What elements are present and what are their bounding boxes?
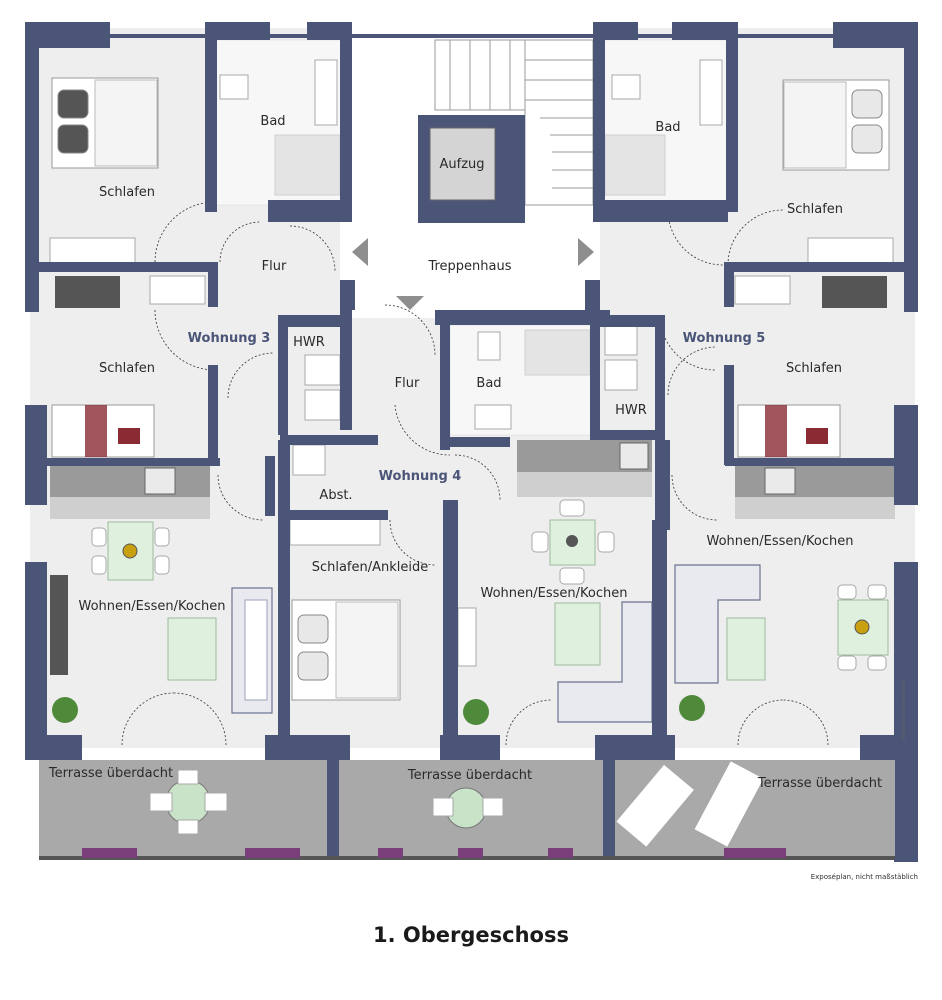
label-terrasse-2: Terrasse überdacht bbox=[407, 768, 532, 783]
label-hwr-1: HWR bbox=[293, 335, 325, 350]
label-schlafen-1: Schlafen bbox=[99, 185, 155, 200]
plant-icon bbox=[679, 695, 705, 721]
label-treppenhaus: Treppenhaus bbox=[427, 259, 511, 274]
storage-abst bbox=[292, 444, 326, 476]
label-flur-2: Flur bbox=[395, 376, 420, 391]
shelf-1 bbox=[149, 275, 206, 305]
label-bad-1: Bad bbox=[260, 114, 285, 129]
bed-double-1 bbox=[51, 77, 159, 169]
label-wohnung-4: Wohnung 4 bbox=[379, 469, 462, 484]
kitchen-center bbox=[517, 440, 652, 497]
bed-single-1 bbox=[51, 404, 155, 458]
label-aufzug: Aufzug bbox=[439, 157, 484, 172]
label-schlafen-3: Schlafen bbox=[99, 361, 155, 376]
bath-tiles-1 bbox=[214, 39, 346, 206]
credit-note: Illustration:EmmaGrafik bbox=[901, 681, 907, 740]
label-bad-2: Bad bbox=[655, 120, 680, 135]
washer-1 bbox=[304, 354, 341, 386]
terrace-1 bbox=[39, 760, 327, 858]
label-bad-3: Bad bbox=[476, 376, 501, 391]
label-wohnung-3: Wohnung 3 bbox=[188, 331, 271, 346]
sofa-1 bbox=[231, 587, 273, 714]
bath-tiles-3 bbox=[449, 324, 596, 436]
kitchen-right bbox=[735, 465, 895, 519]
label-wohnung-5: Wohnung 5 bbox=[683, 331, 766, 346]
label-terrasse-3: Terrasse überdacht bbox=[757, 776, 882, 791]
flower-boxes bbox=[82, 848, 786, 858]
plant-icon bbox=[463, 699, 489, 725]
dining-table-2 bbox=[531, 499, 615, 585]
arrow-left-icon bbox=[352, 238, 368, 266]
elevator-cabin bbox=[429, 127, 496, 201]
sofa-3 bbox=[674, 564, 761, 684]
desk-2 bbox=[822, 276, 887, 308]
terrace-3 bbox=[615, 759, 895, 858]
coffee-table-2 bbox=[554, 602, 601, 666]
label-terrasse-1: Terrasse überdacht bbox=[48, 766, 173, 781]
staircase bbox=[434, 39, 594, 206]
label-wek-2: Wohnen/Essen/Kochen bbox=[481, 586, 628, 601]
label-flur-1: Flur bbox=[262, 259, 287, 274]
dining-table-1 bbox=[91, 521, 170, 581]
walls bbox=[25, 22, 918, 862]
plant-icon bbox=[52, 697, 78, 723]
bath-tiles-2 bbox=[599, 39, 729, 206]
arrow-down-icon bbox=[396, 296, 424, 310]
label-abst: Abst. bbox=[319, 488, 352, 503]
coffee-table-1 bbox=[167, 617, 217, 681]
label-wek-3: Wohnen/Essen/Kochen bbox=[707, 534, 854, 549]
kitchen-left bbox=[50, 465, 210, 519]
disclaimer: Exposéplan, nicht maßstäblich bbox=[811, 873, 918, 881]
coffee-table-3 bbox=[726, 617, 766, 681]
door-swings bbox=[121, 201, 829, 746]
dryer-1 bbox=[304, 389, 341, 421]
floor-title: 1. Obergeschoss bbox=[373, 923, 569, 947]
label-schlafen-2: Schlafen bbox=[787, 202, 843, 217]
terrace-2 bbox=[339, 760, 603, 858]
label-wek-1: Wohnen/Essen/Kochen bbox=[79, 599, 226, 614]
tv-board-1 bbox=[50, 575, 68, 675]
dining-table-3 bbox=[837, 584, 889, 671]
label-hwr-2: HWR bbox=[615, 403, 647, 418]
desk-1 bbox=[55, 276, 120, 308]
bed-double-3 bbox=[291, 599, 401, 701]
bed-single-2 bbox=[737, 404, 841, 458]
bed-double-2 bbox=[782, 79, 890, 171]
label-schlafen-4: Schlafen bbox=[786, 361, 842, 376]
tv-board-2 bbox=[457, 607, 477, 667]
arrow-right-icon bbox=[578, 238, 594, 266]
label-schlafen-ankleide: Schlafen/Ankleide bbox=[312, 560, 429, 575]
washer-2 bbox=[604, 324, 638, 356]
dryer-2 bbox=[604, 359, 638, 391]
shelf-2 bbox=[734, 275, 791, 305]
